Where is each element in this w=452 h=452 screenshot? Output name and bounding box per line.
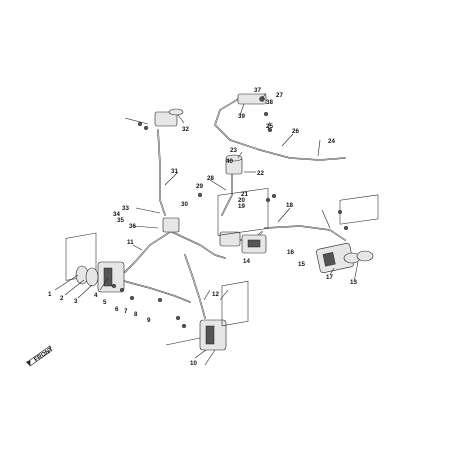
hose-reservoir [221, 174, 233, 216]
callout-3: 3 [74, 298, 78, 305]
callout-9: 9 [147, 317, 151, 324]
callout-35: 35 [117, 217, 124, 224]
callout-23: 23 [230, 147, 237, 154]
callout-28: 28 [207, 175, 214, 182]
callout-36: 36 [129, 223, 136, 230]
brake-junction-left [162, 217, 180, 233]
master-cylinder-piston [247, 239, 261, 248]
callout-10: 10 [190, 360, 197, 367]
callout-18: 18 [286, 202, 293, 209]
callout-26: 26 [292, 128, 299, 135]
reservoir-cap-left [168, 108, 184, 116]
callout-12: 12 [212, 291, 219, 298]
callout-37: 37 [254, 87, 261, 94]
distributor-block [219, 231, 241, 247]
caliper-left-piston [103, 267, 113, 287]
callout-20: 20 [238, 197, 245, 204]
front-label: FRONT [33, 346, 55, 364]
caliper-rear-piston [205, 325, 215, 345]
callout-4: 4 [94, 292, 98, 299]
master-cylinder-left [154, 111, 178, 127]
center-box [217, 187, 269, 236]
callout-2: 2 [60, 295, 64, 302]
callout-5: 5 [103, 299, 107, 306]
callout-29: 29 [196, 183, 203, 190]
callout-16: 16 [287, 249, 294, 256]
callout-17: 17 [326, 274, 333, 281]
callout-34: 34 [113, 211, 120, 218]
callout-8: 8 [134, 311, 138, 318]
hose-upper-left [157, 129, 166, 216]
front-arrow-icon: FRONT [26, 345, 55, 367]
callout-24: 24 [328, 138, 335, 145]
callout-13: 13 [350, 279, 357, 286]
caliper-right-piston [322, 252, 336, 267]
pad-right-b [356, 250, 374, 262]
callout-31: 31 [171, 168, 178, 175]
callout-11: 11 [127, 239, 134, 246]
callout-27: 27 [276, 92, 283, 99]
park-brake-lever [237, 93, 267, 105]
callout-30: 30 [181, 201, 188, 208]
parts [65, 93, 379, 351]
callout-19: 19 [238, 203, 245, 210]
reservoir-cap [225, 154, 243, 162]
callout-40: 40 [226, 158, 233, 165]
callout-25: 25 [266, 123, 273, 130]
callout-33: 33 [122, 205, 129, 212]
fasteners [111, 111, 349, 329]
callout-39: 39 [238, 113, 245, 120]
callout-21: 21 [241, 191, 248, 198]
brake-lines [119, 97, 346, 319]
callout-1: 1 [48, 291, 52, 298]
callout-22: 22 [257, 170, 264, 177]
hose-front-left [124, 231, 171, 273]
callout-6: 6 [115, 306, 119, 313]
callout-labels: 1 2 3 4 5 6 7 8 9 10 11 12 13 14 15 16 1… [48, 87, 357, 367]
callout-38: 38 [266, 99, 273, 106]
callout-15: 15 [298, 261, 305, 268]
hose-right [264, 225, 346, 241]
callout-14: 14 [243, 258, 250, 265]
leader-lines [54, 92, 359, 366]
pad-left-b [85, 267, 99, 287]
pads-box-rear [221, 280, 249, 327]
pads-box-right [339, 194, 379, 225]
callout-32: 32 [182, 126, 189, 133]
callout-7: 7 [124, 308, 128, 315]
